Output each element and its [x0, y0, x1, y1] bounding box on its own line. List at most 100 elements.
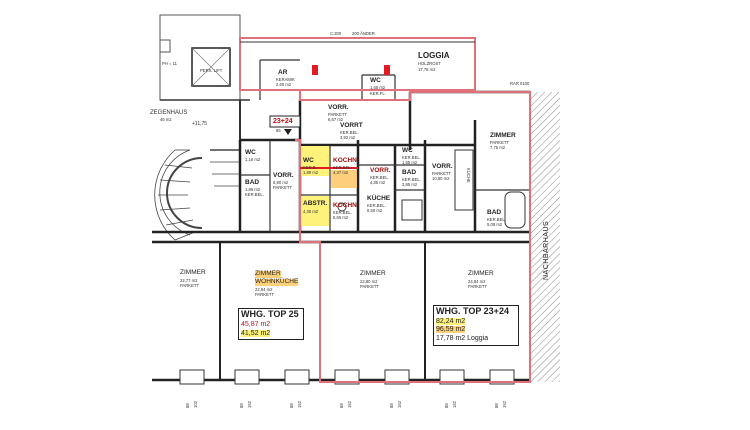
unit-marker-sub: 85	[276, 128, 281, 133]
red-markers	[300, 65, 390, 169]
zimmer-far-left-title: ZIMMER	[180, 269, 206, 276]
vorr-left-floor: PARKETT	[273, 185, 293, 190]
kochn-b-area: 5,65 m2	[333, 215, 349, 220]
lift-shaft	[191, 47, 231, 87]
top25-title: WHG. TOP 25	[241, 309, 299, 319]
zimmer-right-area: 7,75 m2	[490, 145, 506, 150]
dim-bottom-9: 88	[389, 403, 394, 408]
kochn-a-floor: KER.BEL.	[333, 165, 352, 170]
kuche-mid-floor: KER.BEL.	[367, 203, 386, 208]
bad-left-area: 1,85 m2	[245, 187, 261, 192]
bathtub	[504, 191, 526, 229]
bad-mid-floor: KER.BEL.	[402, 177, 421, 182]
wc-center-title: WC	[303, 157, 314, 164]
kuche-mid-title: KÜCHE	[367, 195, 391, 202]
wc-center-highlight	[301, 146, 329, 176]
zimmer-right-title: ZIMMER	[490, 132, 516, 139]
zimmer-mid-area: 22,80 m2	[360, 279, 378, 284]
vorr-right-floor: PARKETT	[432, 171, 452, 176]
top2324-summary-box	[433, 305, 519, 346]
kochn-b-floor: KER.BEL.	[333, 210, 352, 215]
top2324-line1: 82,24 m2	[436, 318, 466, 325]
kitchen-vertical-label: KÜCHE	[466, 168, 471, 183]
loggia-area: 17,78 m2	[418, 67, 436, 72]
wc-center-area: 1,89 m2	[303, 170, 319, 175]
bad-right-floor: KER.BEL.	[487, 217, 506, 222]
bad-right-area: 5,08 m2	[487, 222, 503, 227]
zimmer-right-big-area: 24,84 m2	[468, 279, 486, 284]
vorr-c-title: VORR.	[370, 167, 391, 174]
dim-bottom-5: 88	[289, 403, 294, 408]
kuche-mid-area: 8,50 m2	[367, 208, 383, 213]
neighbor-label: NACHBARHAUS	[543, 220, 550, 280]
upper-left-building	[159, 14, 241, 101]
ph-label: PH = 11	[162, 61, 177, 66]
abstr-area: 4,35 m2	[303, 209, 319, 214]
zimmer-right-floor: PARKETT	[490, 140, 510, 145]
vorr-c-area: 4,35 m2	[370, 180, 386, 185]
dim-bottom-12: 152	[452, 401, 457, 408]
top2324-line3: 17,78 m2 Loggia	[436, 335, 489, 342]
unit-23-24-outline	[295, 90, 531, 383]
bottom-dimensions: 88 102 88 152 88 152 88 152 88 152 88 15…	[150, 392, 530, 412]
dim-bottom-6: 152	[297, 401, 302, 408]
bad-left-floor: KER.BEL.	[245, 192, 264, 197]
vorr-a-floor: PARKETT	[328, 112, 348, 117]
wc-mid-area: 1,55 m2	[402, 160, 418, 165]
dim-bottom-10: 152	[397, 401, 402, 408]
dim-bottom-8: 152	[347, 401, 352, 408]
loggia-title: LOGGIA	[418, 51, 450, 60]
dim-bottom-1: 88	[185, 403, 190, 408]
top25-line2: 41,52 m2	[241, 330, 271, 337]
dim-right: RAR 0100	[510, 81, 530, 86]
zimmer-far-left-area: 22,77 m2	[180, 278, 198, 283]
bad-mid-area: 3,85 m2	[402, 182, 418, 187]
vorr-left-area: 6,90 m2	[273, 180, 289, 185]
unit-marker-label: 23+24	[273, 118, 293, 125]
zimmer-wk-area: 22,94 m2	[255, 287, 273, 292]
vorr-a-area: 6,67 m2	[328, 117, 344, 122]
stair-area: 46 m2	[160, 117, 172, 122]
zimmer-mid-title: ZIMMER	[360, 270, 386, 277]
stair-level: +11,75	[192, 121, 208, 127]
dim-top-b: 200 ÄNDER	[352, 31, 375, 36]
bottom-windows	[179, 369, 515, 385]
kochn-b-title: KOCHN	[333, 202, 357, 209]
zimmer-right-big-title: ZIMMER	[468, 270, 494, 277]
dim-bottom-14: 152	[502, 401, 507, 408]
ar-area: 2,60 m2	[276, 82, 292, 87]
unit-marker-box	[269, 115, 301, 128]
top25-line1: 45,87 m2	[241, 321, 271, 328]
kitchen-counter	[454, 149, 474, 211]
neighbor-house-hatch	[530, 92, 560, 382]
vorr-left-title: VORR.	[273, 172, 294, 179]
wc-left-title: WC	[245, 149, 256, 156]
kitchen-highlight	[331, 170, 357, 188]
wc-left-area: 1,16 m2	[245, 157, 261, 162]
vorr-c-floor: KER.BEL.	[370, 175, 389, 180]
vorr-b-area: 3,92 m2	[340, 135, 356, 140]
shower	[401, 199, 423, 221]
dim-bottom-13: 88	[494, 403, 499, 408]
wc-top-floor: KER.FL.	[370, 91, 386, 96]
dim-bottom-4: 152	[247, 401, 252, 408]
wc-top-area: 1,65 m2	[370, 85, 386, 90]
kochn-a-area: 4,37 m2	[333, 170, 349, 175]
dim-bottom-7: 88	[339, 403, 344, 408]
zimmer-mid-floor: PARKETT	[360, 284, 380, 289]
vorr-b-title: VORRT	[340, 122, 363, 129]
top2324-line2: 96,59 m2	[436, 326, 466, 333]
zimmer-wk-title: ZIMMER	[255, 270, 281, 278]
wc-mid-floor: KER.BEL.	[402, 155, 421, 160]
bad-mid-title: BAD	[402, 169, 417, 176]
loggia-material: HOLZROST	[418, 61, 441, 66]
dim-bottom-3: 88	[239, 403, 244, 408]
zimmer-wk-title2: WOHNKÜCHE	[255, 278, 299, 286]
vorr-b-floor: KER.BEL.	[340, 130, 359, 135]
zimmer-far-left-floor: PARKETT	[180, 283, 200, 288]
zimmer-right-big-floor: PARKETT	[468, 284, 488, 289]
top2324-title: WHG. TOP 23+24	[436, 306, 509, 316]
ar-floor: KERAMIK	[276, 77, 295, 82]
loggia-outline	[239, 37, 476, 91]
